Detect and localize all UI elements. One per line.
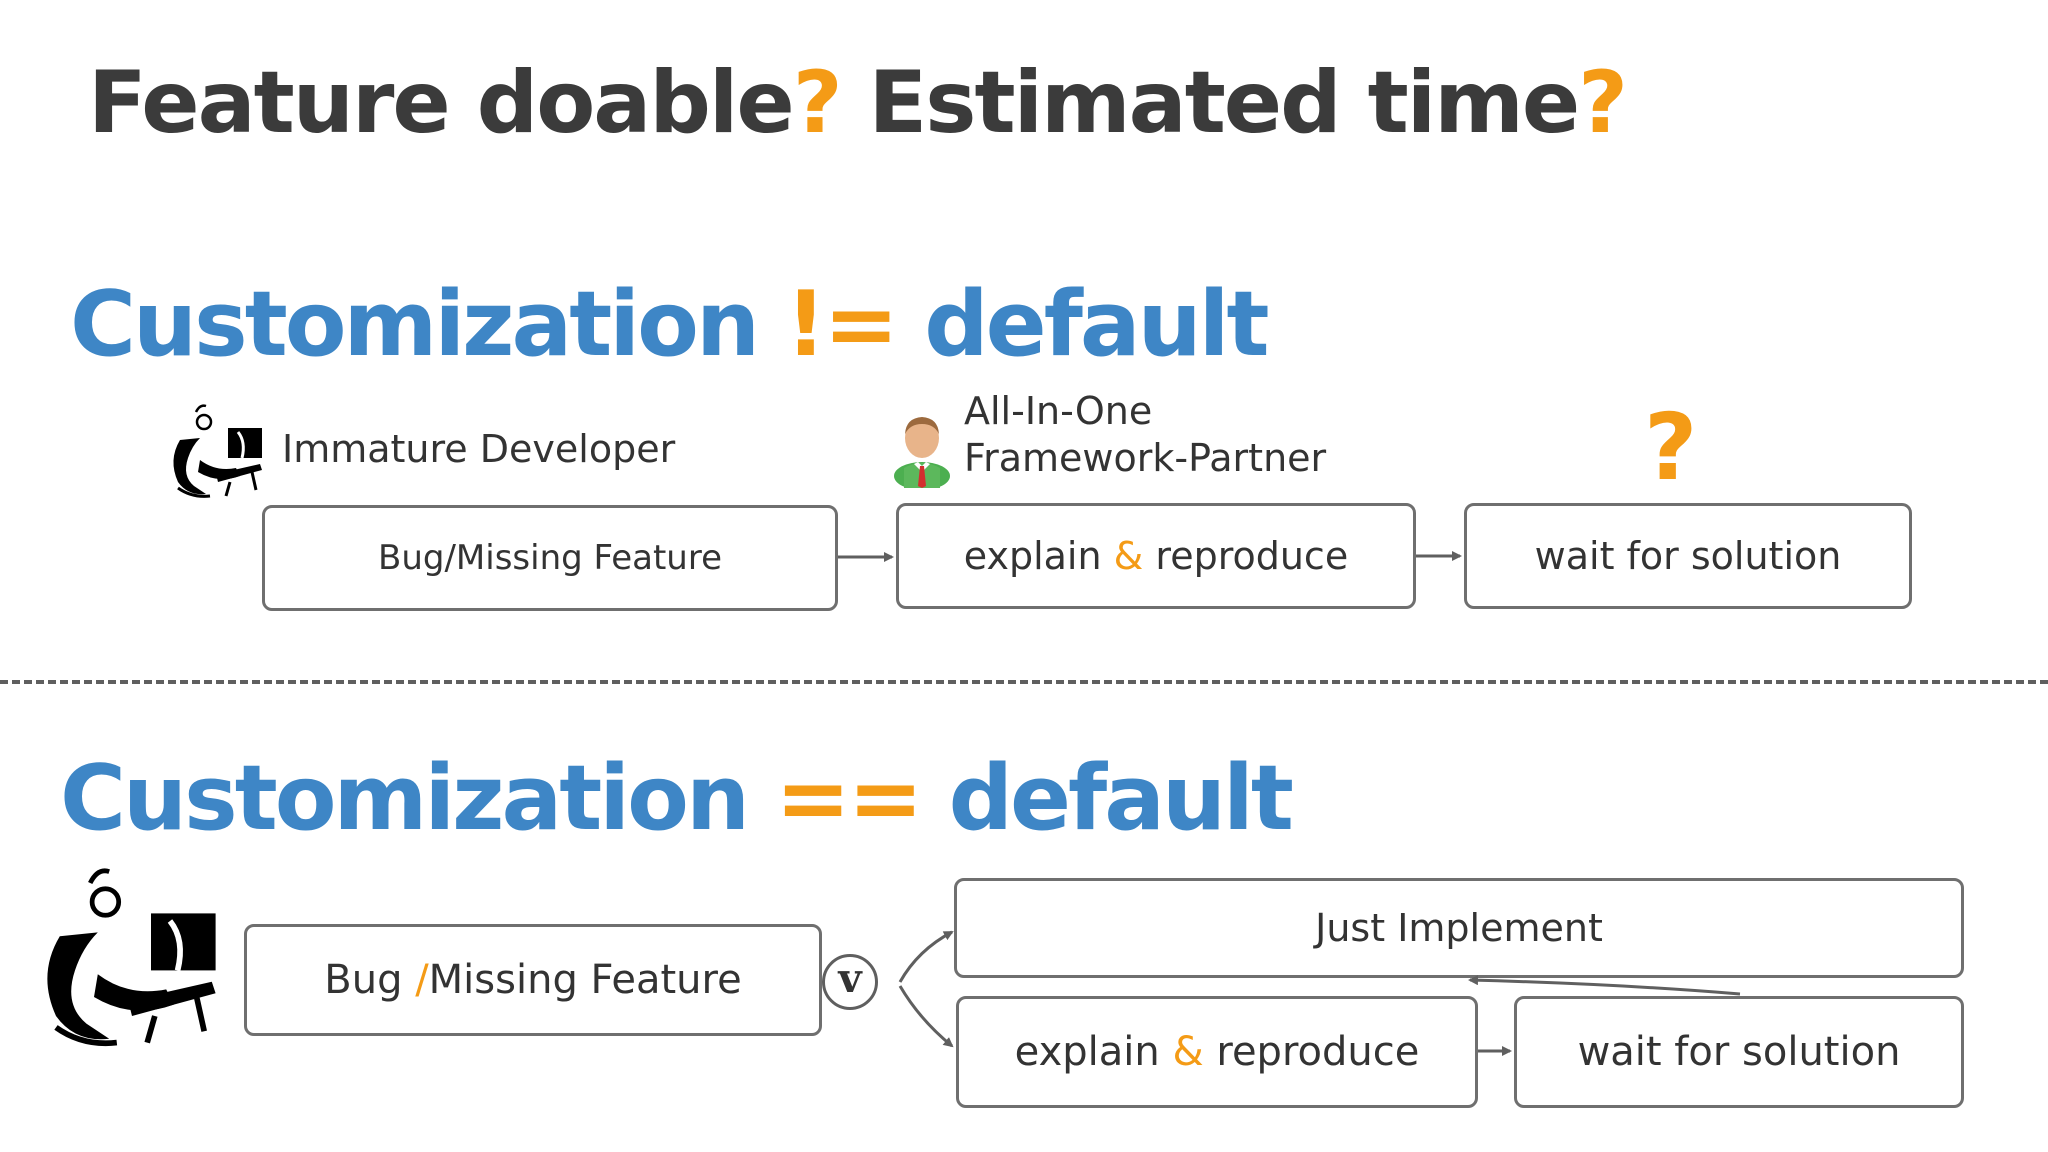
section2-reproduce-text: reproduce bbox=[1216, 1029, 1420, 1075]
developer-at-desk-large-icon bbox=[47, 868, 216, 1047]
section1-bug-box: Bug/Missing Feature bbox=[262, 505, 838, 611]
title-question-2: ? bbox=[1578, 53, 1628, 153]
developer-at-desk-icon bbox=[173, 404, 262, 498]
section1-heading-operator: != bbox=[785, 272, 898, 377]
section2-implement-label: Just Implement bbox=[1315, 906, 1603, 950]
section2-ampersand: & bbox=[1172, 1029, 1204, 1075]
section1-wait-label: wait for solution bbox=[1534, 534, 1842, 578]
section2-bug-box: Bug /Missing Feature bbox=[244, 924, 822, 1036]
section2-heading-right: default bbox=[948, 746, 1294, 851]
or-symbol-label: v bbox=[838, 955, 862, 1002]
section2-heading-operator: == bbox=[775, 746, 923, 851]
section2-missing-feature-text: Missing Feature bbox=[428, 957, 742, 1003]
unknown-question-mark: ? bbox=[1644, 394, 1698, 501]
section1-heading-right: default bbox=[924, 272, 1269, 377]
section2-explain-text: explain bbox=[1014, 1029, 1160, 1075]
title-part2: Estimated time bbox=[840, 53, 1581, 153]
section1-heading-left: Customization bbox=[70, 272, 760, 377]
arrow-wait-to-implement bbox=[1468, 975, 1741, 996]
business-person-icon bbox=[894, 417, 950, 488]
section1-explain-box: explain & reproduce bbox=[896, 503, 1416, 609]
page-title: Feature doable? Estimated time? bbox=[88, 48, 1628, 158]
section1-wait-box: wait for solution bbox=[1464, 503, 1912, 609]
arrow-or-to-explain bbox=[898, 985, 954, 1048]
section1-bug-box-label: Bug/Missing Feature bbox=[378, 538, 722, 578]
arrow-or-to-implement bbox=[898, 930, 954, 983]
section1-heading: Customization != default bbox=[70, 270, 1270, 380]
section2-bug-text: Bug bbox=[324, 957, 403, 1003]
or-symbol: v bbox=[822, 954, 878, 1010]
partner-label-line1: All-In-One bbox=[964, 389, 1153, 433]
section2-wait-box: wait for solution bbox=[1514, 996, 1964, 1108]
section2-heading-left: Customization bbox=[60, 746, 750, 851]
section2-wait-label: wait for solution bbox=[1577, 1029, 1901, 1075]
section-divider bbox=[0, 680, 2048, 684]
section2-heading: Customization == default bbox=[60, 744, 1294, 854]
section2-slash: / bbox=[415, 957, 429, 1003]
partner-label: All-In-One Framework-Partner bbox=[964, 388, 1326, 482]
section2-implement-box: Just Implement bbox=[954, 878, 1964, 978]
section2-explain-box: explain & reproduce bbox=[956, 996, 1478, 1108]
developer-label: Immature Developer bbox=[282, 427, 676, 471]
partner-label-line2: Framework-Partner bbox=[964, 436, 1327, 480]
title-question-1: ? bbox=[792, 53, 843, 153]
section1-explain-text: explain bbox=[963, 534, 1102, 578]
section1-ampersand: & bbox=[1113, 534, 1144, 578]
title-part1: Feature doable bbox=[88, 53, 795, 153]
section1-reproduce-text: reproduce bbox=[1155, 534, 1349, 578]
